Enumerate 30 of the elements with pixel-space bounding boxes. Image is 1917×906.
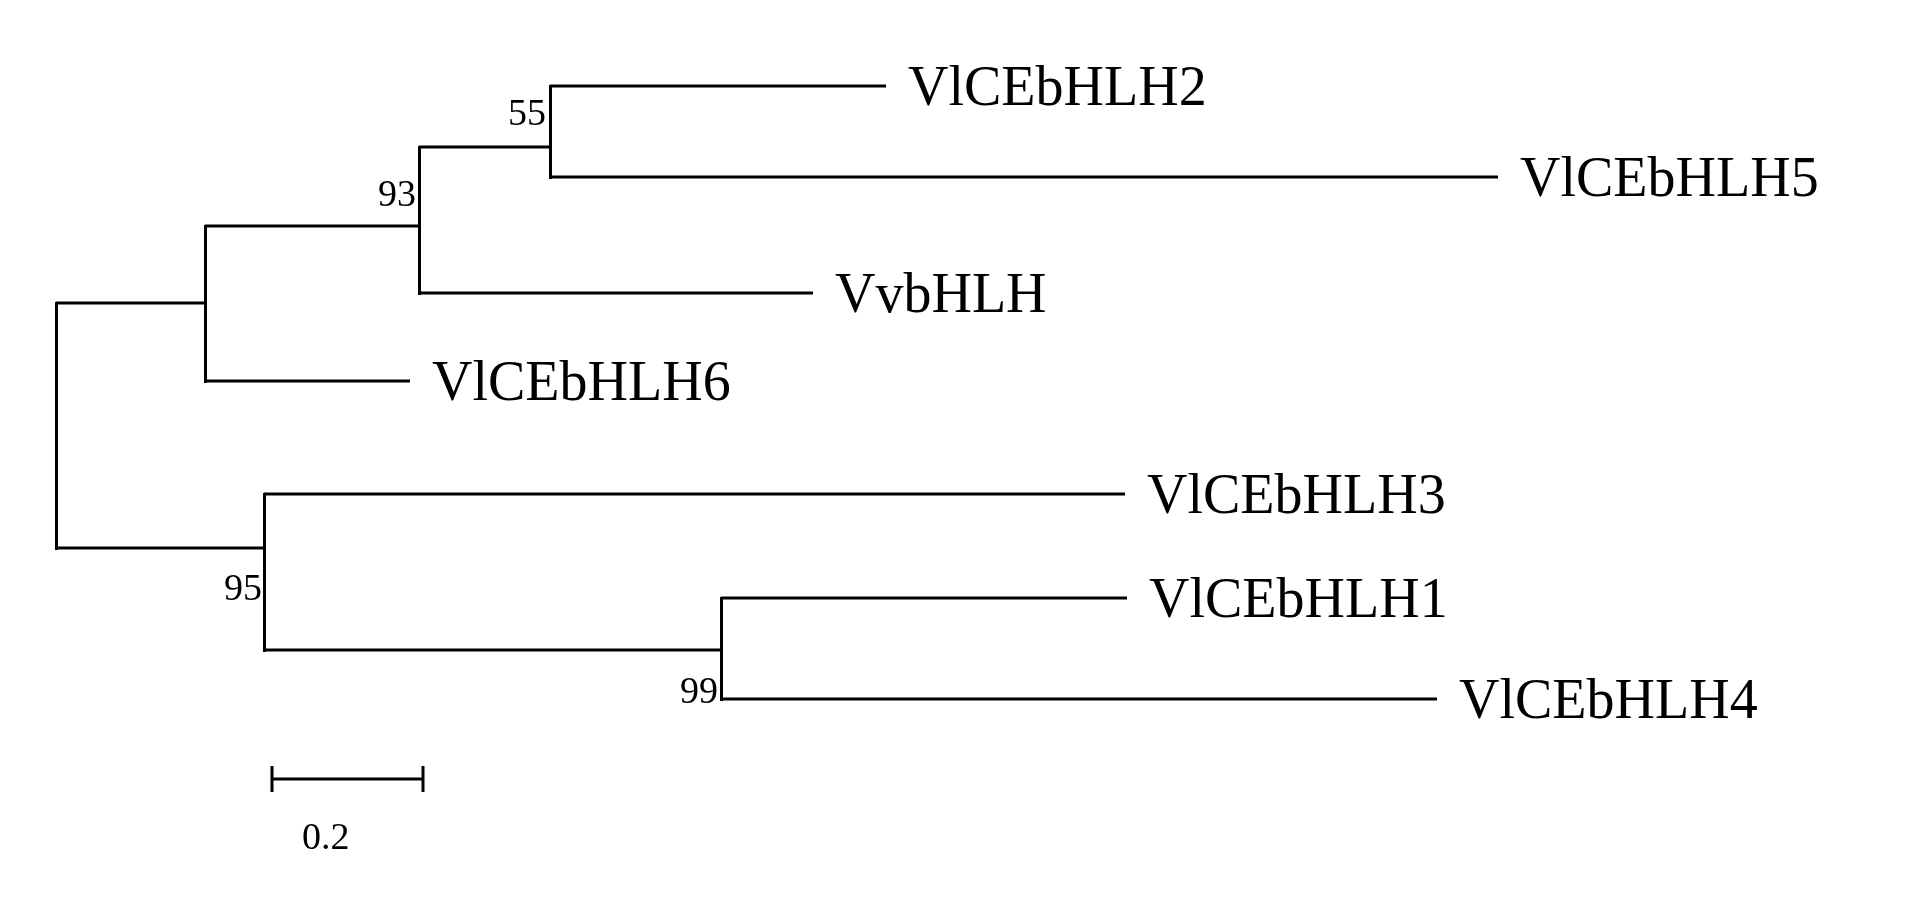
taxon-label: VvbHLH <box>813 258 1047 328</box>
bootstrap-value: 99 <box>680 670 718 710</box>
tree-branch <box>419 291 813 295</box>
tree-branch <box>550 84 886 88</box>
tree-branch <box>205 224 419 228</box>
tree-branch <box>550 175 1498 179</box>
taxon-label: VlCEbHLH2 <box>886 51 1207 121</box>
bootstrap-value: 95 <box>224 567 262 607</box>
tree-branch <box>419 145 550 149</box>
taxon-label: VlCEbHLH6 <box>410 346 731 416</box>
clade-node-line <box>417 145 421 295</box>
tree-branch <box>264 492 1125 496</box>
scale-label: 0.2 <box>302 816 350 856</box>
clade-node-line <box>719 596 723 701</box>
taxon-label: VlCEbHLH4 <box>1437 664 1758 734</box>
tree-branch <box>721 596 1127 600</box>
tree-branch <box>56 301 205 305</box>
tree-branch <box>721 697 1437 701</box>
clade-node-line <box>54 301 58 550</box>
clade-node-line <box>548 84 552 179</box>
taxon-label: VlCEbHLH3 <box>1125 459 1446 529</box>
clade-node-line <box>262 492 266 652</box>
bootstrap-value: 55 <box>508 92 546 132</box>
tree-branch <box>205 379 410 383</box>
clade-node-line <box>203 224 207 383</box>
taxon-label: VlCEbHLH5 <box>1498 142 1819 212</box>
tree-branch <box>56 546 264 550</box>
taxon-label: VlCEbHLH1 <box>1127 563 1448 633</box>
bootstrap-value: 93 <box>378 173 416 213</box>
tree-branch <box>264 648 721 652</box>
